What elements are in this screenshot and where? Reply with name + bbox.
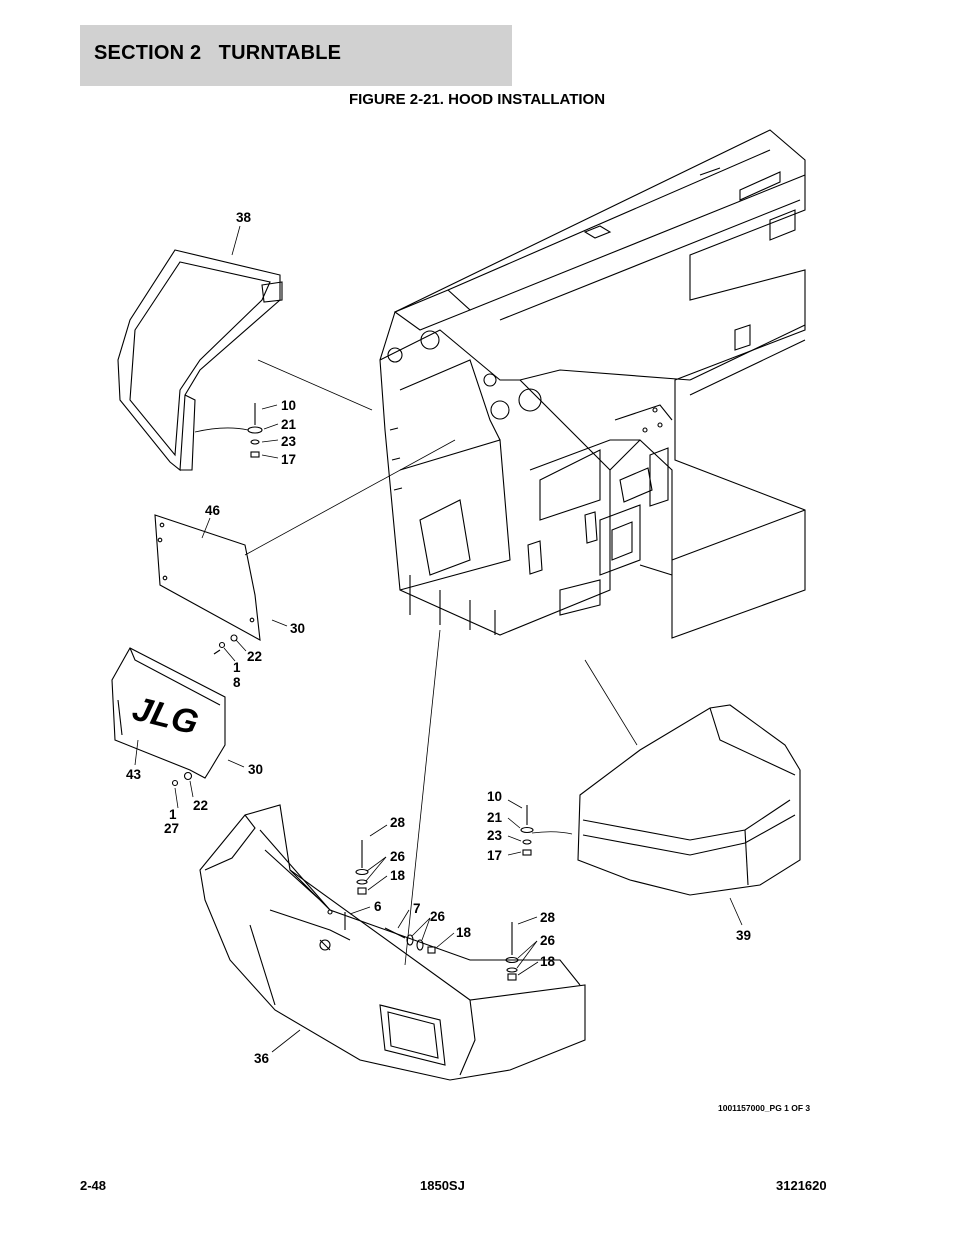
plate-46: [154, 514, 261, 641]
hardware-stack-rear: [520, 805, 534, 856]
callout-46: 46: [205, 503, 221, 518]
hardware-stack-middle: [344, 840, 436, 954]
callout-8: 8: [233, 675, 241, 690]
rear-hood-cover-39: [577, 704, 801, 896]
callout-21-rear: 21: [487, 810, 503, 825]
callout-1-plate: 1: [233, 660, 241, 675]
footer-manual-number: 3121620: [776, 1178, 827, 1193]
callout-6: 6: [374, 899, 382, 914]
callout-30-logo: 30: [248, 762, 263, 777]
hood-side-panel-38: [117, 249, 283, 472]
callout-23-upper: 23: [281, 434, 297, 449]
logo-panel-43: [111, 647, 226, 779]
callout-18-middle: 18: [390, 868, 406, 883]
callout-18-pin: 18: [456, 925, 472, 940]
hardware-stack-logo: [171, 771, 193, 787]
assembly-lines: [194, 359, 638, 966]
callout-28-middle: 28: [390, 815, 406, 830]
callout-28-right: 28: [540, 910, 556, 925]
callout-1-logo: 1: [169, 807, 177, 822]
figure-title: FIGURE 2-21. HOOD INSTALLATION: [348, 91, 606, 108]
callout-39: 39: [736, 928, 751, 943]
jlg-logo: JLG: [129, 690, 202, 743]
hardware-stack-upper: [247, 403, 263, 458]
hardware-stack-right: [505, 922, 519, 981]
callout-26-right: 26: [540, 933, 556, 948]
callout-30-plate: 30: [290, 621, 305, 636]
section-header: SECTION 2 TURNTABLE: [80, 25, 512, 86]
callout-36: 36: [254, 1051, 270, 1066]
footer-model: 1850SJ: [420, 1178, 465, 1193]
callout-10-rear: 10: [487, 789, 502, 804]
callout-18-right: 18: [540, 954, 556, 969]
callout-22-plate: 22: [247, 649, 262, 664]
callout-17-rear: 17: [487, 848, 502, 863]
callout-26-middle: 26: [390, 849, 406, 864]
footer-page-number: 2-48: [80, 1178, 107, 1193]
callout-10-upper: 10: [281, 398, 296, 413]
lower-hood-36: [199, 804, 586, 1081]
callout-23-rear: 23: [487, 828, 503, 843]
turntable-frame: [379, 129, 806, 639]
callout-38: 38: [236, 210, 252, 225]
callout-22-logo: 22: [193, 798, 208, 813]
callout-17-upper: 17: [281, 452, 296, 467]
callout-7: 7: [413, 901, 421, 916]
document-reference: 1001157000_PG 1 OF 3: [718, 1103, 811, 1113]
callout-21-upper: 21: [281, 417, 297, 432]
callout-leaders: [134, 225, 743, 1053]
callout-26-pin: 26: [430, 909, 446, 924]
callout-27: 27: [164, 821, 179, 836]
hardware-stack-plate: [213, 634, 238, 655]
section-title: SECTION 2 TURNTABLE: [94, 42, 342, 64]
callout-numbers: 38 10 21 23 17 46 30 22 1 8 43 30 22 1 2…: [126, 210, 751, 1066]
callout-43: 43: [126, 767, 142, 782]
